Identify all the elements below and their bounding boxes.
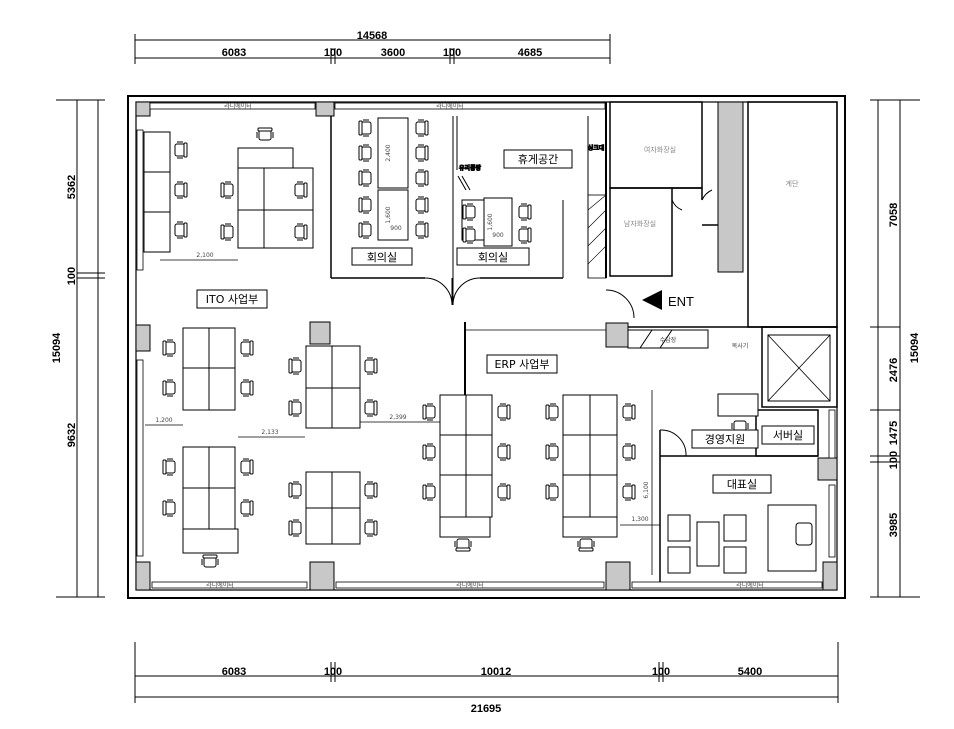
dim-bottom-seg-5: 5400 xyxy=(738,666,762,678)
dim-inner-8: 1,600 xyxy=(385,206,392,223)
dim-inner-4: 2,399 xyxy=(389,414,406,421)
dim-right-seg-2: 2476 xyxy=(888,358,900,382)
storage-label: 수납장 xyxy=(660,336,677,344)
doors xyxy=(424,189,713,457)
entrance-arrow-icon xyxy=(642,290,662,310)
label-womens-restroom: 여자화장실 xyxy=(644,145,676,154)
dim-right-total: 15094 xyxy=(909,332,921,363)
dim-inner-2: 1,200 xyxy=(155,417,172,424)
label-management: 경영지원 xyxy=(705,433,745,446)
dim-inner-9: 900 xyxy=(390,225,402,232)
label-server: 서버실 xyxy=(773,429,803,442)
radiator-label-bottom-left: 라디에이터 xyxy=(206,581,234,589)
dim-bottom-seg-3: 10012 xyxy=(481,666,512,678)
copier-label: 복사기 xyxy=(732,342,749,350)
label-lounge: 휴게공간 xyxy=(518,153,558,166)
ito-furniture xyxy=(143,131,361,554)
inner-dimensions xyxy=(145,259,660,575)
dim-left-seg-1: 5362 xyxy=(66,175,78,199)
radiator-label-top-left: 라디에이터 xyxy=(224,102,252,110)
dim-inner-7: 2,400 xyxy=(385,144,392,161)
radiator-label-top-mid: 라디에이터 xyxy=(436,102,464,110)
dim-right-seg-1: 7058 xyxy=(888,203,900,227)
dim-left-total: 15094 xyxy=(51,332,63,363)
dim-bottom-total: 21695 xyxy=(471,703,502,715)
dim-bottom-seg-2: 100 xyxy=(324,666,342,678)
label-erp: ERP 사업부 xyxy=(494,358,549,371)
radiator-label-bottom-right: 라디에이터 xyxy=(736,581,764,589)
lounge-fixtures: 싱크대 유리통탕 xyxy=(457,144,607,279)
dim-top-total: 14568 xyxy=(357,30,388,42)
dim-right-seg-3: 1475 xyxy=(888,421,900,445)
entrance-marker: ENT xyxy=(642,290,694,310)
sink-label: 싱크대 xyxy=(588,144,605,152)
dim-right-seg-4: 100 xyxy=(888,451,900,469)
dimension-lines: 14568 6083 100 3600 100 4685 6083 100 10… xyxy=(51,30,921,715)
dim-top-seg-3: 3600 xyxy=(381,47,405,59)
meeting-furniture xyxy=(377,117,513,247)
label-stairs: 계단 xyxy=(786,179,799,188)
dim-left-seg-3: 9632 xyxy=(66,423,78,447)
radiator-label-bottom-mid: 라디에이터 xyxy=(456,581,484,589)
dim-inner-5: 6,100 xyxy=(643,481,650,498)
ceo-furniture xyxy=(667,393,817,574)
dim-right-seg-5: 3985 xyxy=(888,513,900,537)
dim-left-seg-2: 100 xyxy=(66,267,78,285)
entrance-label: ENT xyxy=(668,294,694,309)
label-mens-restroom: 남자화장실 xyxy=(624,219,656,228)
dim-inner-6: 1,300 xyxy=(631,516,648,523)
dim-bottom-seg-1: 6083 xyxy=(222,666,246,678)
label-meeting-1: 회의실 xyxy=(367,251,397,264)
dim-inner-11: 900 xyxy=(492,232,504,239)
dim-inner-3: 2,133 xyxy=(261,429,278,436)
dim-inner-10: 1,600 xyxy=(487,213,494,230)
dim-inner-1: 2,100 xyxy=(196,252,213,259)
room-labels: ITO 사업부 회의실 회의실 휴게공간 ERP 사업부 경영지원 서버실 대표… xyxy=(196,145,815,494)
label-ceo: 대표실 xyxy=(727,478,757,491)
dim-bottom-seg-4: 100 xyxy=(652,666,670,678)
glass-partition-label: 유리통탕 xyxy=(459,164,482,172)
label-meeting-2: 회의실 xyxy=(478,251,508,264)
dim-top-seg-1: 6083 xyxy=(222,47,246,59)
erp-furniture xyxy=(439,329,709,538)
dim-top-seg-5: 4685 xyxy=(518,47,542,59)
label-ito: ITO 사업부 xyxy=(206,293,258,306)
dim-top-seg-4: 100 xyxy=(443,47,461,59)
dim-top-seg-2: 100 xyxy=(324,47,342,59)
